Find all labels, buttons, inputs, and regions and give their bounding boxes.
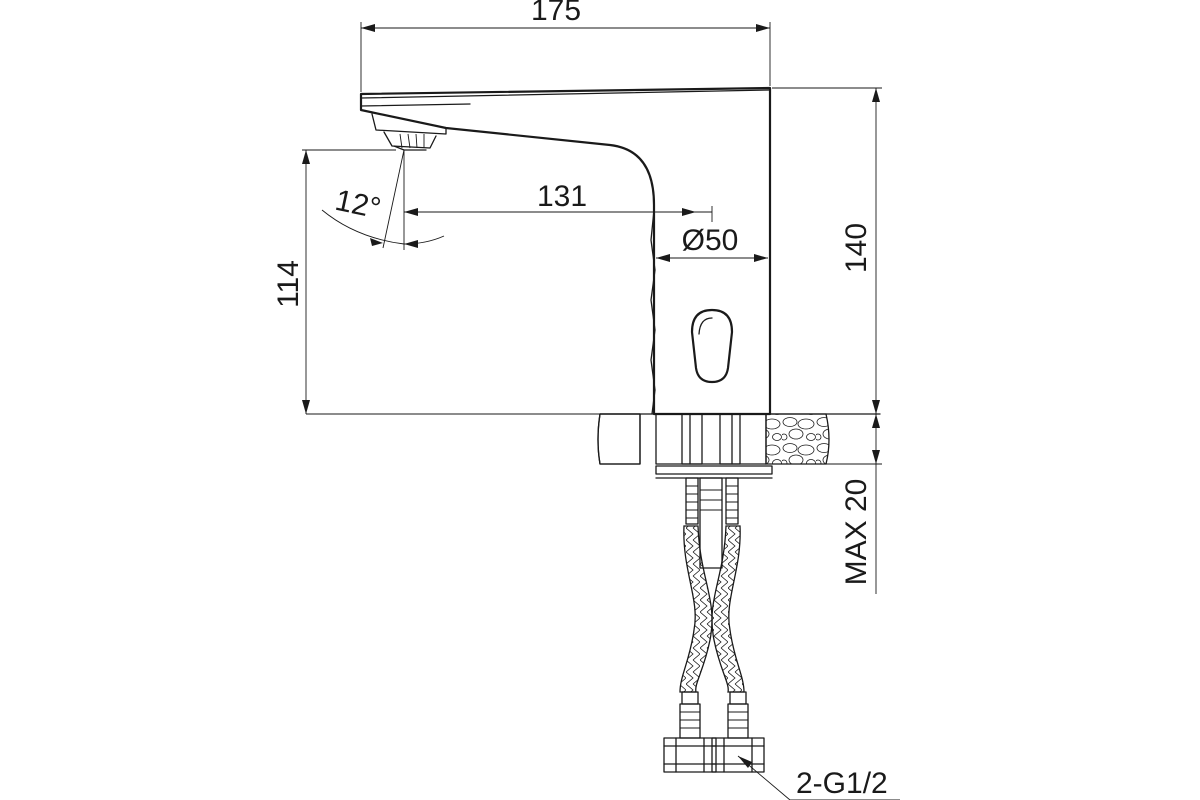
- dimension-spout-reach: 131: [403, 150, 713, 250]
- hose-top-fittings: [685, 477, 739, 525]
- dimension-body-diameter: Ø50: [656, 224, 768, 262]
- mounting-block: [655, 413, 773, 479]
- threaded-stud: [699, 477, 723, 569]
- dimension-outlet-angle: 12°: [321, 149, 445, 249]
- label-max-counter-thickness: MAX 20: [840, 479, 873, 586]
- dimension-overall-width: 175: [360, 0, 771, 92]
- hex-nuts: [663, 737, 765, 773]
- label-overall-height: 140: [840, 223, 873, 273]
- label-outlet-height: 114: [272, 260, 305, 308]
- label-connection: 2-G1/2: [796, 767, 888, 800]
- hose-ferrules: [679, 691, 749, 739]
- faucet-body: [359, 86, 772, 416]
- dimension-overall-height: 140: [772, 87, 882, 414]
- braided-hoses: [679, 525, 745, 693]
- callout-connection: 2-G1/2: [737, 755, 900, 800]
- dimension-max-counter-thickness: MAX 20: [826, 414, 882, 594]
- label-outlet-angle: 12°: [332, 184, 383, 226]
- label-overall-width: 175: [531, 0, 581, 27]
- dimension-outlet-height: 114: [272, 149, 600, 415]
- label-body-diameter: Ø50: [682, 224, 739, 257]
- label-spout-reach: 131: [537, 180, 587, 213]
- sensor-window: [690, 308, 734, 384]
- counter-top: [597, 413, 881, 465]
